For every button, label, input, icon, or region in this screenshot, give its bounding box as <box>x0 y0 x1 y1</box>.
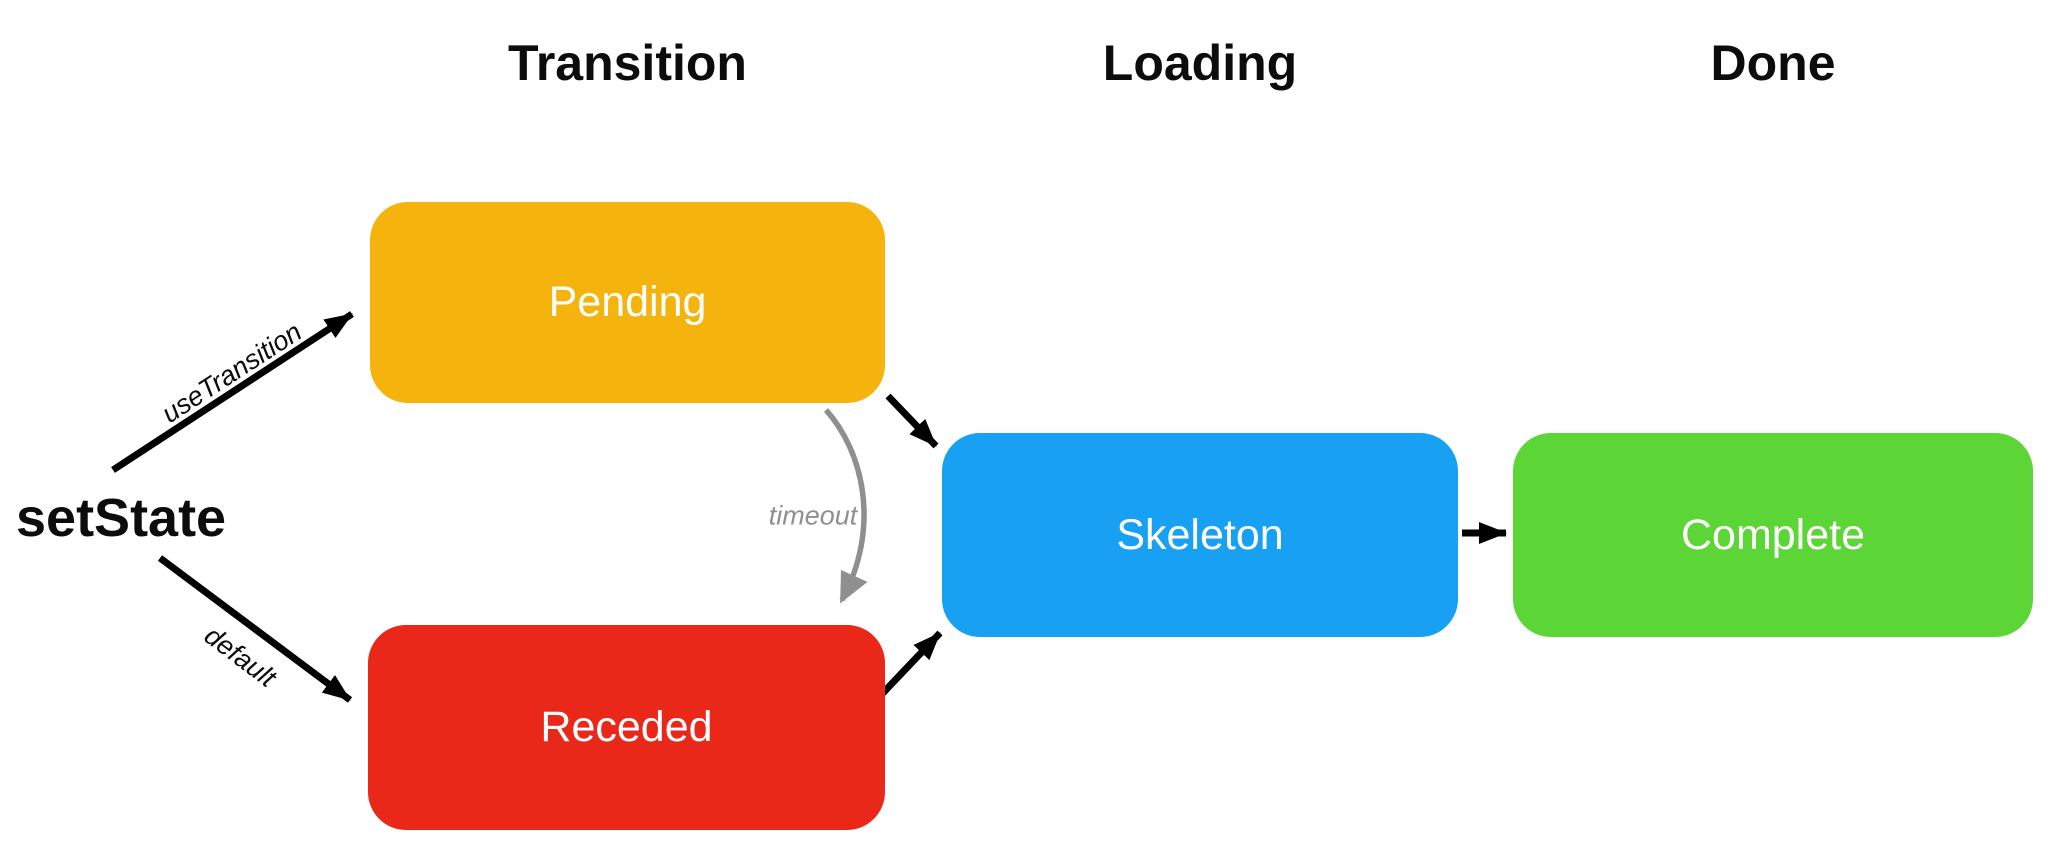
node-complete: Complete <box>1513 433 2033 637</box>
edge-pending-to-skeleton-arrow <box>885 393 939 449</box>
setstate-label: setState <box>16 488 227 548</box>
node-receded: Receded <box>368 625 885 830</box>
edge-label-usetransition: useTransition <box>156 316 308 429</box>
node-pending: Pending <box>370 202 885 403</box>
edge-receded-to-skeleton-arrow <box>878 630 943 698</box>
edge-label-default: default <box>198 620 282 693</box>
column-header-transition: Transition <box>508 35 747 91</box>
edge-label-timeout: timeout <box>768 500 858 531</box>
column-header-done: Done <box>1710 35 1836 91</box>
edge-usetransition-arrow <box>111 311 354 473</box>
column-header-loading: Loading <box>1102 35 1298 91</box>
node-skeleton: Skeleton <box>942 433 1458 637</box>
